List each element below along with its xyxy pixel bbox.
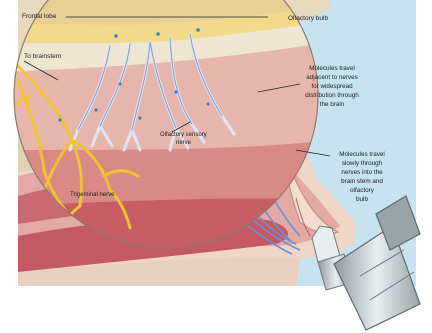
slowly-line-6: bulb [356, 196, 368, 203]
widespread-line-5: the brain [320, 101, 345, 108]
widespread-line-4: distribution through [305, 92, 359, 99]
label-olfactory-sensory-nerve-1: Olfactory sensory [160, 132, 207, 138]
slowly-line-2: slowly through [342, 160, 383, 167]
widespread-line-3: for widespread [311, 83, 353, 90]
label-frontal-lobe: Frontal lobe [22, 13, 57, 20]
label-olfactory-bulb: Olfactory bulb [288, 15, 328, 22]
slowly-line-4: brain stem and [341, 178, 383, 185]
label-olfactory-sensory-nerve-2: nerve [176, 140, 192, 146]
label-trigeminal-nerve: Trigeminal nerve [70, 192, 115, 198]
widespread-line-1: Molecules travel [309, 65, 355, 72]
widespread-line-2: adjacent to nerves [306, 74, 357, 81]
label-to-brainstem: To brainstem [24, 53, 61, 60]
slowly-line-5: olfactory [350, 187, 375, 194]
slowly-line-1: Molecules travel [339, 151, 385, 158]
slowly-line-3: nerves into the [341, 169, 383, 176]
